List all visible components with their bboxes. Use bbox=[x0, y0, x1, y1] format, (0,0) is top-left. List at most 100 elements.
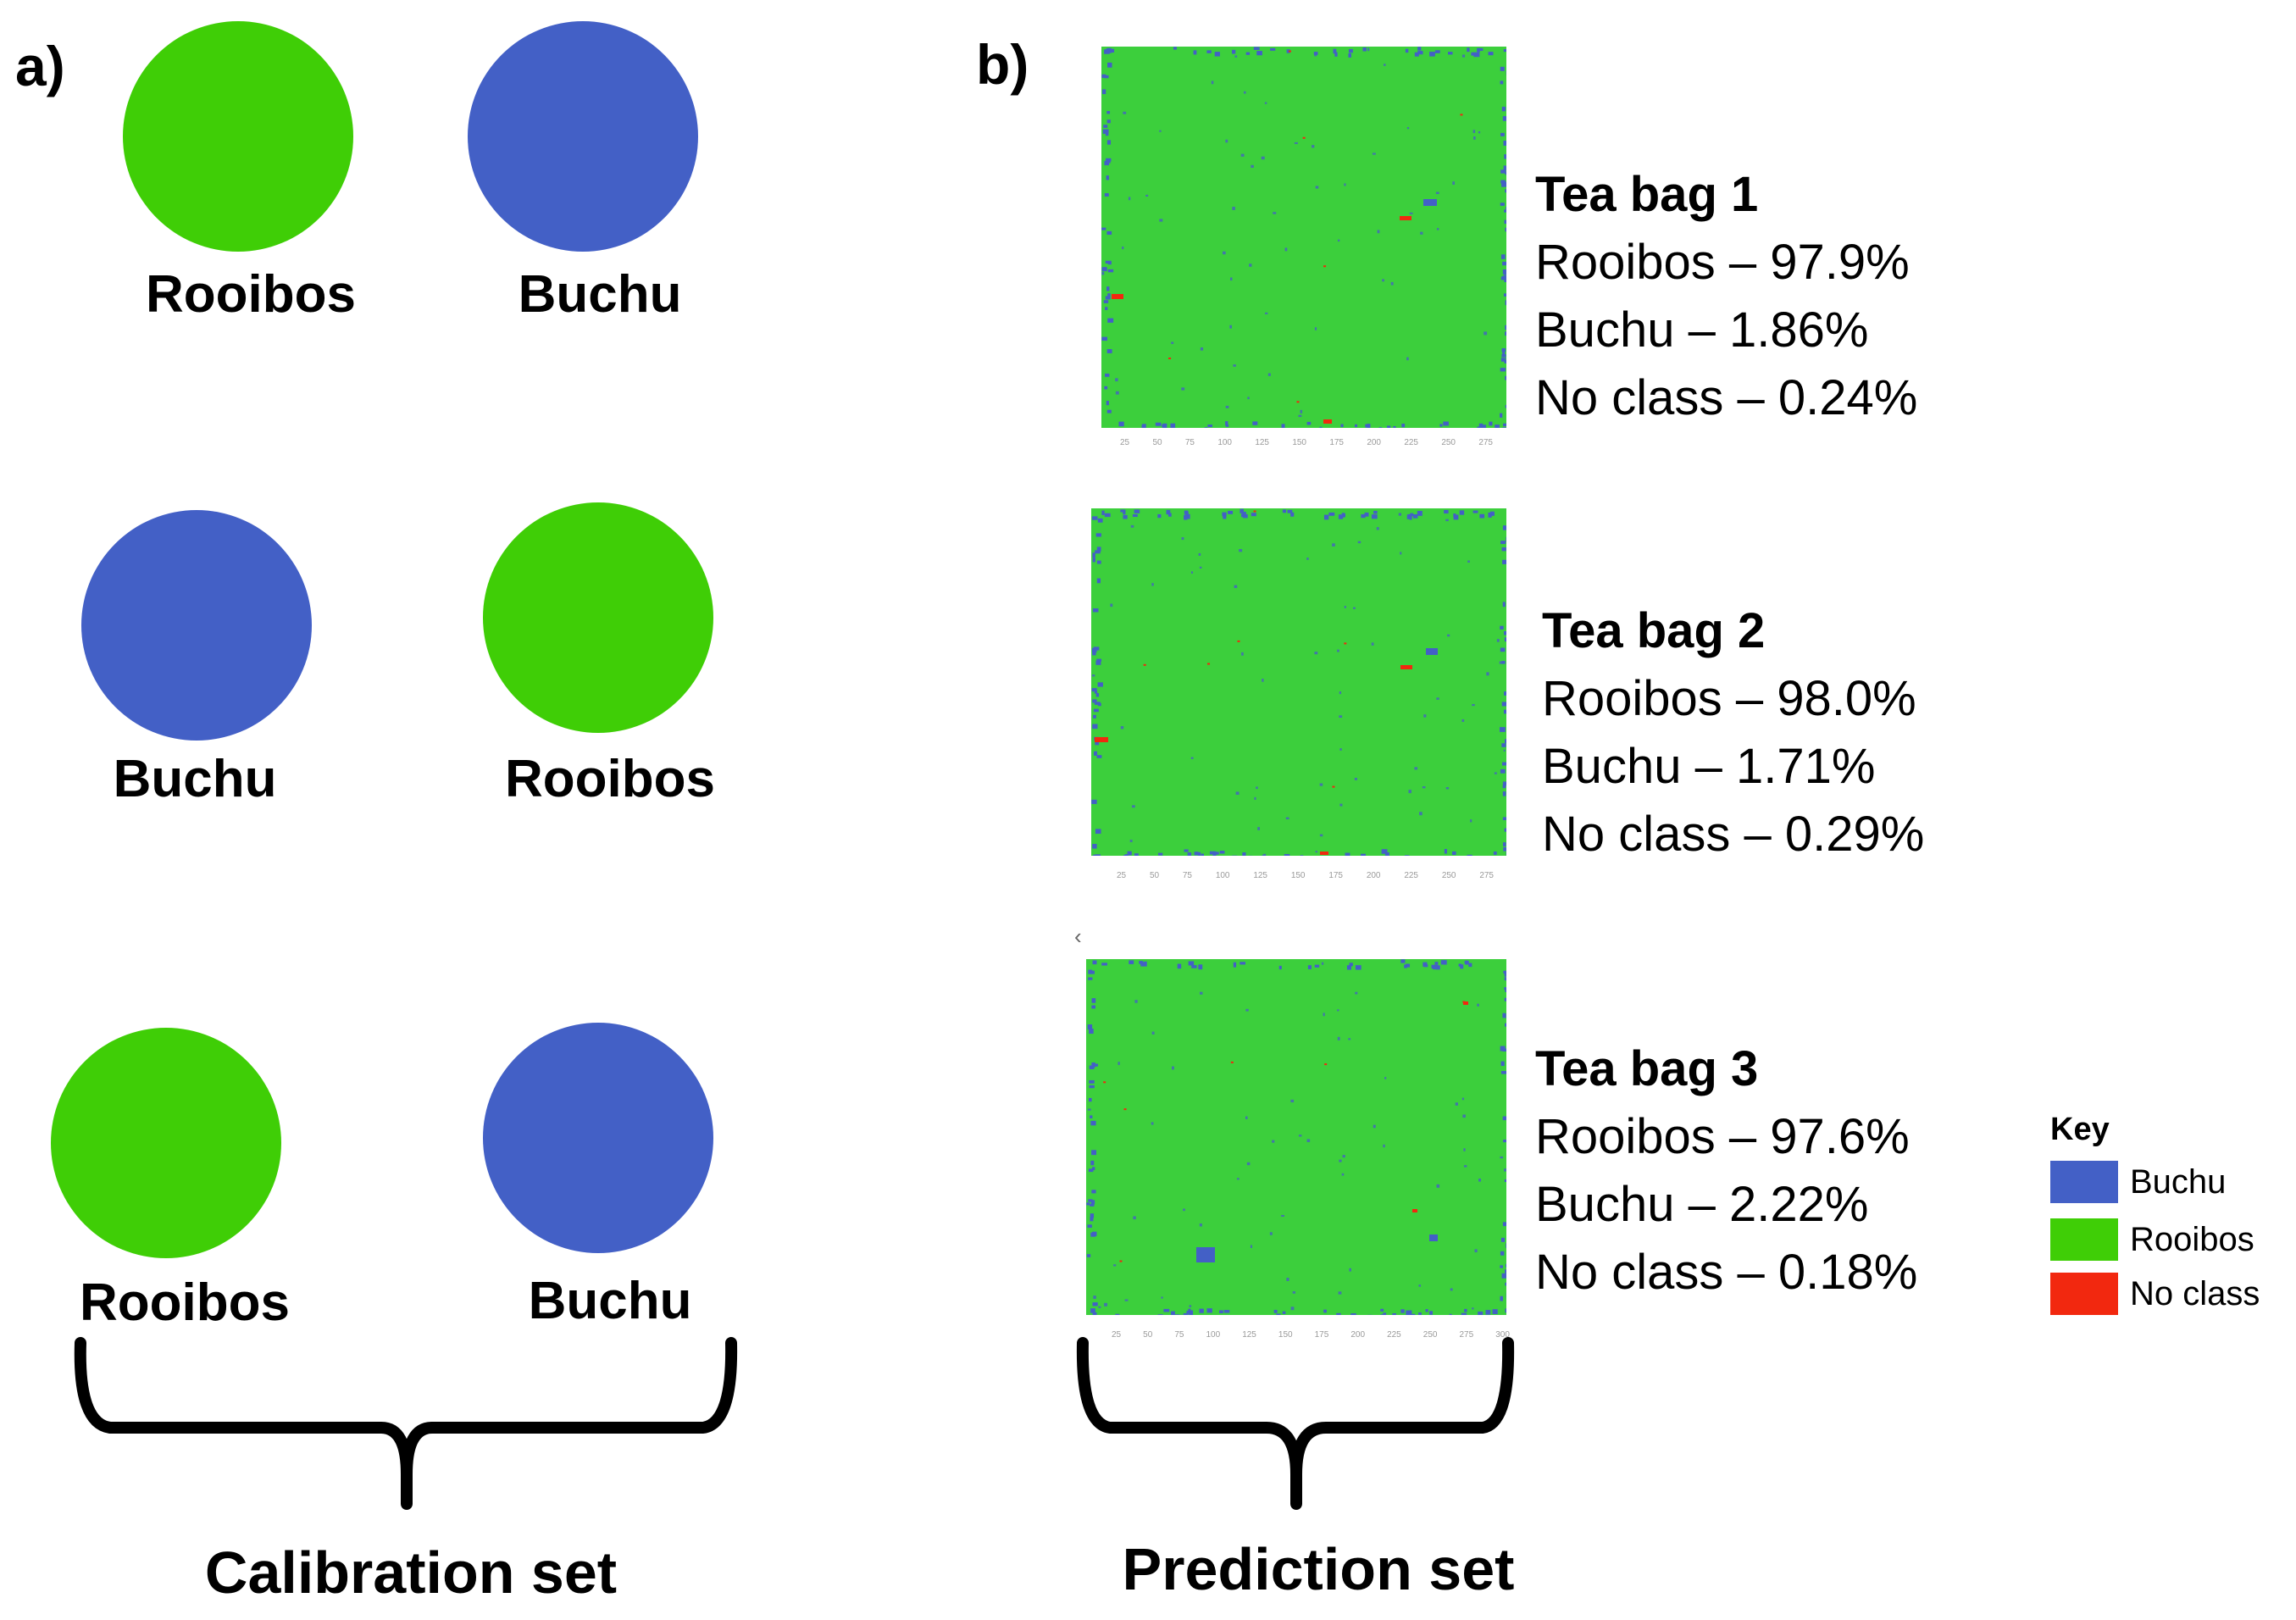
buchu-pixel bbox=[1504, 997, 1506, 1001]
buchu-pixel bbox=[1229, 325, 1232, 329]
buchu-pixel bbox=[1495, 424, 1500, 428]
stray-mark: ‹ bbox=[1074, 924, 1082, 949]
buchu-pixel bbox=[1102, 129, 1109, 134]
buchu-pixel bbox=[1104, 513, 1111, 518]
buchu-pixel bbox=[1462, 1114, 1466, 1118]
buchu-pixel bbox=[1447, 634, 1450, 637]
buchu-pixel bbox=[1092, 843, 1097, 849]
buchu-pixel bbox=[1504, 360, 1506, 363]
buchu-pixel bbox=[1500, 254, 1506, 259]
buchu-pixel bbox=[1502, 269, 1506, 275]
buchu-pixel bbox=[1500, 368, 1506, 372]
map-background bbox=[1101, 47, 1506, 428]
buchu-pixel bbox=[1492, 1309, 1498, 1314]
buchu-pixel bbox=[1282, 1311, 1286, 1314]
tea-bag-3-map bbox=[1086, 959, 1506, 1315]
buchu-pixel bbox=[1444, 960, 1447, 965]
buchu-pixel bbox=[1364, 512, 1369, 517]
buchu-pixel bbox=[1503, 749, 1506, 752]
buchu-pixel bbox=[1198, 552, 1201, 556]
buchu-pixel bbox=[1128, 197, 1131, 201]
buchu-pixel bbox=[1499, 661, 1503, 664]
buchu-pixel bbox=[1091, 688, 1097, 692]
buchu-pixel bbox=[1097, 518, 1103, 523]
buchu-pixel bbox=[1177, 963, 1182, 969]
buchu-pixel bbox=[1095, 550, 1101, 554]
buchu-pixel bbox=[1400, 959, 1406, 963]
buchu-pixel bbox=[1400, 1309, 1405, 1313]
tick-label: 50 bbox=[1152, 438, 1162, 447]
buchu-pixel bbox=[1314, 964, 1320, 968]
buchu-pixel bbox=[1105, 373, 1110, 377]
buchu-pixel bbox=[1501, 762, 1506, 766]
buchu-pixel bbox=[1199, 1308, 1204, 1313]
buchu-pixel bbox=[1445, 787, 1450, 790]
prediction-brace bbox=[1076, 1337, 1515, 1510]
buchu-pixel bbox=[1500, 625, 1504, 630]
buchu-pixel bbox=[1328, 512, 1335, 516]
buchu-pixel bbox=[1264, 102, 1267, 104]
buchu-pixel bbox=[1235, 791, 1240, 795]
buchu-pixel bbox=[1089, 1168, 1094, 1173]
buchu-pixel bbox=[1355, 965, 1362, 970]
no-class-pixel bbox=[1320, 852, 1328, 855]
buchu-pixel bbox=[1096, 546, 1101, 552]
buchu-pixel bbox=[1489, 421, 1493, 426]
buchu-pixel bbox=[1091, 674, 1095, 677]
buchu-pixel bbox=[1184, 514, 1188, 520]
buchu-pixel bbox=[1290, 512, 1295, 517]
buchu-pixel bbox=[1118, 421, 1124, 427]
buchu-pixel bbox=[1123, 514, 1128, 519]
no-class-pixel bbox=[1302, 136, 1306, 139]
legend-label-no-class: No class bbox=[2130, 1274, 2260, 1312]
buchu-pixel bbox=[1092, 608, 1099, 613]
buchu-pixel bbox=[1472, 510, 1478, 513]
rooibos-circle-3 bbox=[51, 1028, 281, 1258]
buchu-pixel bbox=[1086, 1202, 1090, 1206]
buchu-pixel bbox=[1123, 111, 1127, 114]
buchu-pixel bbox=[1501, 547, 1506, 552]
buchu-pixel bbox=[1225, 139, 1228, 143]
buchu-pixel bbox=[1188, 961, 1195, 966]
buchu-pixel bbox=[1500, 1295, 1503, 1301]
buchu-pixel bbox=[1151, 1122, 1154, 1125]
buchu-pixel bbox=[1477, 1003, 1479, 1007]
buchu-pixel bbox=[1418, 1284, 1422, 1287]
buchu-pixel bbox=[1412, 514, 1418, 519]
legend-swatch-buchu bbox=[2050, 1161, 2118, 1203]
tea-bag-2-buchu: Buchu – 1.71% bbox=[1542, 739, 1876, 794]
tick-label: 200 bbox=[1367, 438, 1381, 447]
buchu-pixel bbox=[1313, 52, 1318, 55]
buchu-pixel bbox=[1184, 513, 1190, 519]
buchu-pixel bbox=[1120, 509, 1125, 513]
buchu-pixel bbox=[1190, 757, 1194, 759]
buchu-pixel bbox=[1090, 1308, 1095, 1313]
buchu-pixel bbox=[1504, 828, 1506, 832]
buchu-pixel bbox=[1505, 1282, 1506, 1286]
buchu-pixel bbox=[1104, 386, 1108, 390]
buchu-pixel bbox=[1323, 514, 1329, 520]
buchu-pixel bbox=[1243, 91, 1246, 94]
buchu-pixel bbox=[1481, 424, 1486, 428]
buchu-pixel bbox=[1334, 52, 1338, 57]
buchu-pixel bbox=[1284, 247, 1288, 252]
buchu-pixel bbox=[1449, 1313, 1452, 1315]
tea-bag-3-buchu: Buchu – 2.22% bbox=[1535, 1177, 1869, 1232]
buchu-pixel bbox=[1256, 786, 1258, 790]
buchu-pixel bbox=[1091, 516, 1098, 520]
buchu-pixel bbox=[1094, 751, 1098, 756]
buchu-pixel bbox=[1245, 52, 1251, 55]
buchu-pixel bbox=[1093, 1295, 1096, 1299]
buchu-pixel bbox=[1455, 1102, 1458, 1106]
buchu-pixel bbox=[1090, 1203, 1095, 1207]
buchu-pixel bbox=[1234, 585, 1238, 589]
buchu-pixel bbox=[1333, 48, 1337, 54]
buchu-pixel bbox=[1132, 514, 1138, 518]
buchu-pixel bbox=[1502, 1222, 1506, 1227]
buchu-pixel bbox=[1503, 48, 1506, 53]
buchu-circle-1 bbox=[468, 21, 698, 252]
buchu-pixel bbox=[1339, 803, 1343, 807]
buchu-pixel bbox=[1400, 552, 1402, 555]
tick-label: 75 bbox=[1184, 438, 1195, 447]
buchu-pixel bbox=[1501, 106, 1506, 112]
